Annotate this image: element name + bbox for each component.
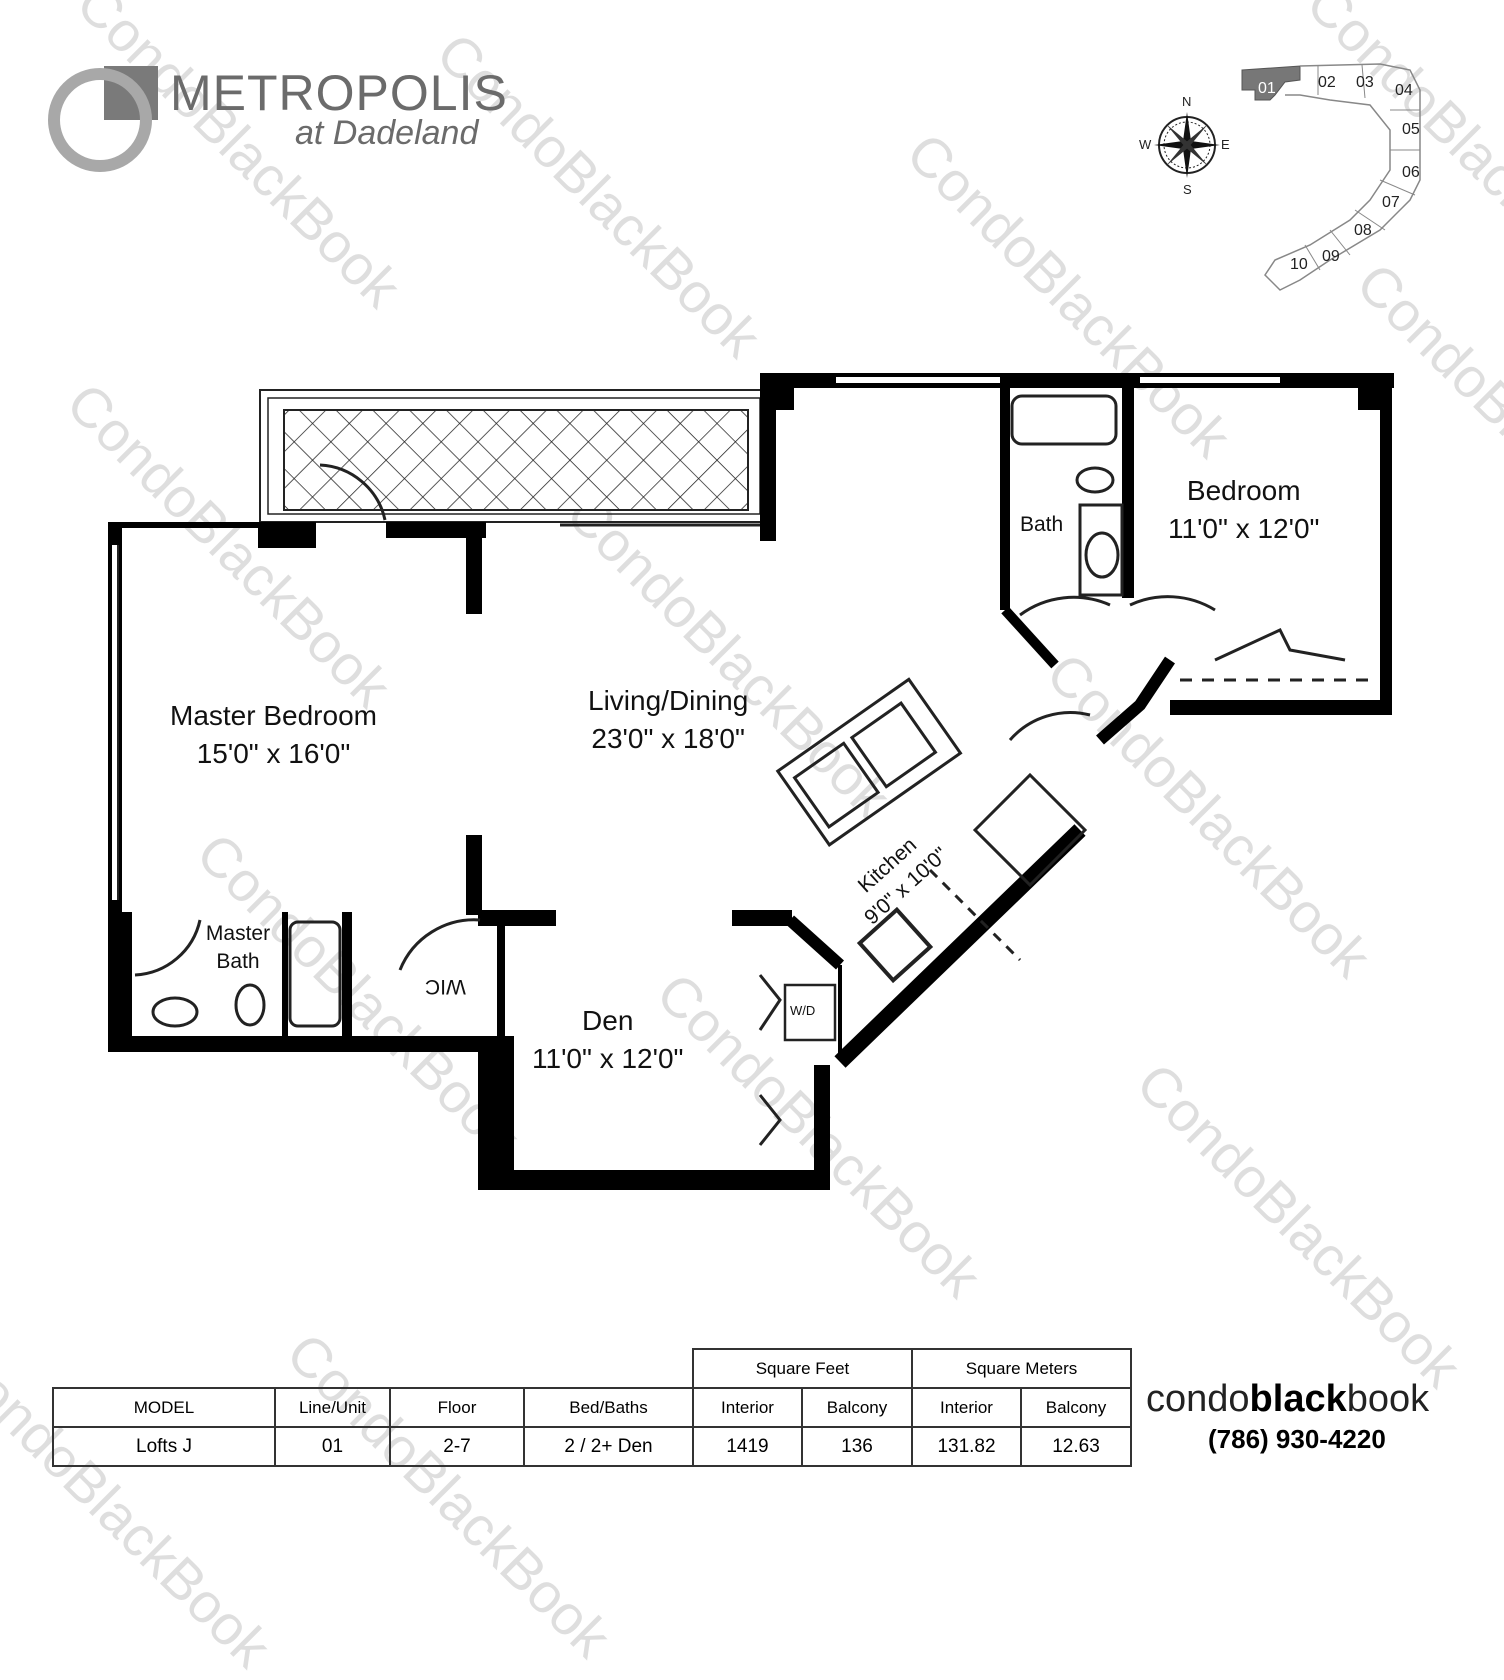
unit-label: 06 (1402, 164, 1420, 181)
diagonal-walls (785, 606, 1175, 1068)
unit-label: 04 (1395, 82, 1413, 99)
unit-label: 01 (1258, 80, 1276, 97)
room-size: 11'0" x 12'0" (1168, 513, 1320, 544)
room-wd: W/D (790, 1003, 816, 1018)
column-header: Interior (692, 1387, 803, 1428)
room-master-bedroom: Master Bedroom 15'0" x 16'0" (170, 697, 377, 773)
table-row: Lofts J 01 2-7 2 / 2+ Den 1419 136 131.8… (52, 1426, 1132, 1467)
column-header: Balcony (801, 1387, 913, 1428)
unit-label: 10 (1290, 256, 1308, 273)
room-wic: WIC (425, 975, 466, 998)
room-name: Bedroom (1186, 475, 1301, 506)
room-name: Master Bedroom (170, 700, 377, 731)
room-size: 15'0" x 16'0" (196, 738, 351, 769)
unit-label: 03 (1356, 74, 1374, 91)
condoblackbook-logo: condoblackbook (1146, 1378, 1429, 1421)
floor-plan (108, 373, 1394, 1190)
room-living-dining: Living/Dining 23'0" x 18'0" (588, 682, 748, 758)
logo-mark (48, 66, 158, 172)
brand-part: book (1346, 1378, 1430, 1420)
cell-sqft-balcony: 136 (801, 1426, 913, 1467)
group-header: Square Feet (692, 1348, 913, 1389)
unit-label: 07 (1382, 194, 1400, 211)
fixtures (134, 394, 1375, 1146)
room-master-bath: Master Bath (205, 922, 271, 973)
cell-sqft-interior: 1419 (692, 1426, 803, 1467)
unit-label: 02 (1318, 74, 1336, 91)
room-bedroom: Bedroom 11'0" x 12'0" (1168, 472, 1319, 548)
cell-sqm-balcony: 12.63 (1020, 1426, 1132, 1467)
logo-title: METROPOLIS (170, 65, 508, 121)
compass-e: E (1221, 137, 1230, 152)
unit-label: 09 (1322, 248, 1340, 265)
column-header: MODEL (52, 1387, 276, 1428)
room-bath: Bath (1020, 513, 1064, 536)
room-size: 11'0" x 12'0" (532, 1043, 684, 1074)
room-den: Den 11'0" x 12'0" (532, 1002, 683, 1078)
compass-w: W (1139, 137, 1152, 152)
column-header: Floor (389, 1387, 525, 1428)
key-plan-outline (1241, 63, 1421, 291)
column-header: Bed/Baths (523, 1387, 694, 1428)
windows (112, 377, 1280, 900)
compass-s: S (1183, 182, 1192, 197)
logo-subtitle: at Dadeland (295, 114, 479, 152)
compass-n: N (1182, 94, 1192, 109)
phone-number[interactable]: (786) 930-4220 (1208, 1424, 1386, 1454)
unit-label: 08 (1354, 222, 1372, 239)
unit-label: 05 (1402, 121, 1420, 138)
balcony (259, 389, 769, 523)
cell-floor: 2-7 (389, 1426, 525, 1467)
brand-part: condo (1146, 1378, 1250, 1420)
column-header: Balcony (1020, 1387, 1132, 1428)
cell-bed-baths: 2 / 2+ Den (523, 1426, 694, 1467)
cell-sqm-interior: 131.82 (911, 1426, 1022, 1467)
room-name: Den (582, 1005, 634, 1036)
cell-line-unit: 01 (274, 1426, 391, 1467)
group-header: Square Meters (911, 1348, 1132, 1389)
column-header: Interior (911, 1387, 1022, 1428)
room-name: Living/Dining (588, 685, 749, 716)
cell-model: Lofts J (52, 1426, 276, 1467)
column-header: Line/Unit (274, 1387, 391, 1428)
brand-part: black (1249, 1378, 1347, 1420)
unit-spec-table: Square Feet Square Meters MODEL Line/Uni… (52, 1348, 1132, 1467)
compass-icon (1154, 112, 1220, 178)
room-size: 23'0" x 18'0" (591, 723, 745, 754)
